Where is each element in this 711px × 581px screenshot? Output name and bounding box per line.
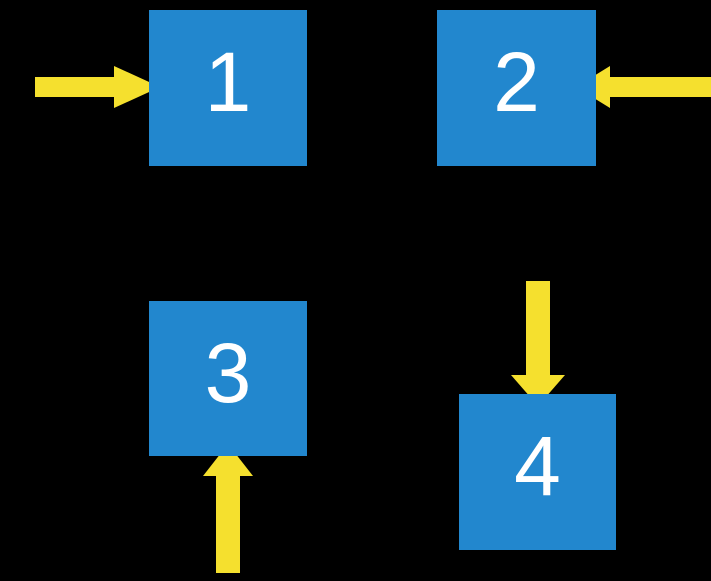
node-4-label: 4 (514, 419, 561, 513)
node-1-label: 1 (204, 35, 252, 129)
arrow-down-into-node-4 (511, 281, 565, 406)
node-3[interactable]: 3 (149, 301, 307, 456)
node-1[interactable]: 1 (149, 10, 307, 166)
node-2[interactable]: 2 (437, 10, 596, 166)
arrow-up-into-node-3 (203, 444, 253, 573)
node-2-label: 2 (493, 35, 540, 129)
node-3-label: 3 (204, 325, 252, 420)
arrow-left-into-node-2 (576, 66, 711, 108)
node-4[interactable]: 4 (459, 394, 616, 550)
arrow-right-into-node-1 (35, 66, 160, 108)
